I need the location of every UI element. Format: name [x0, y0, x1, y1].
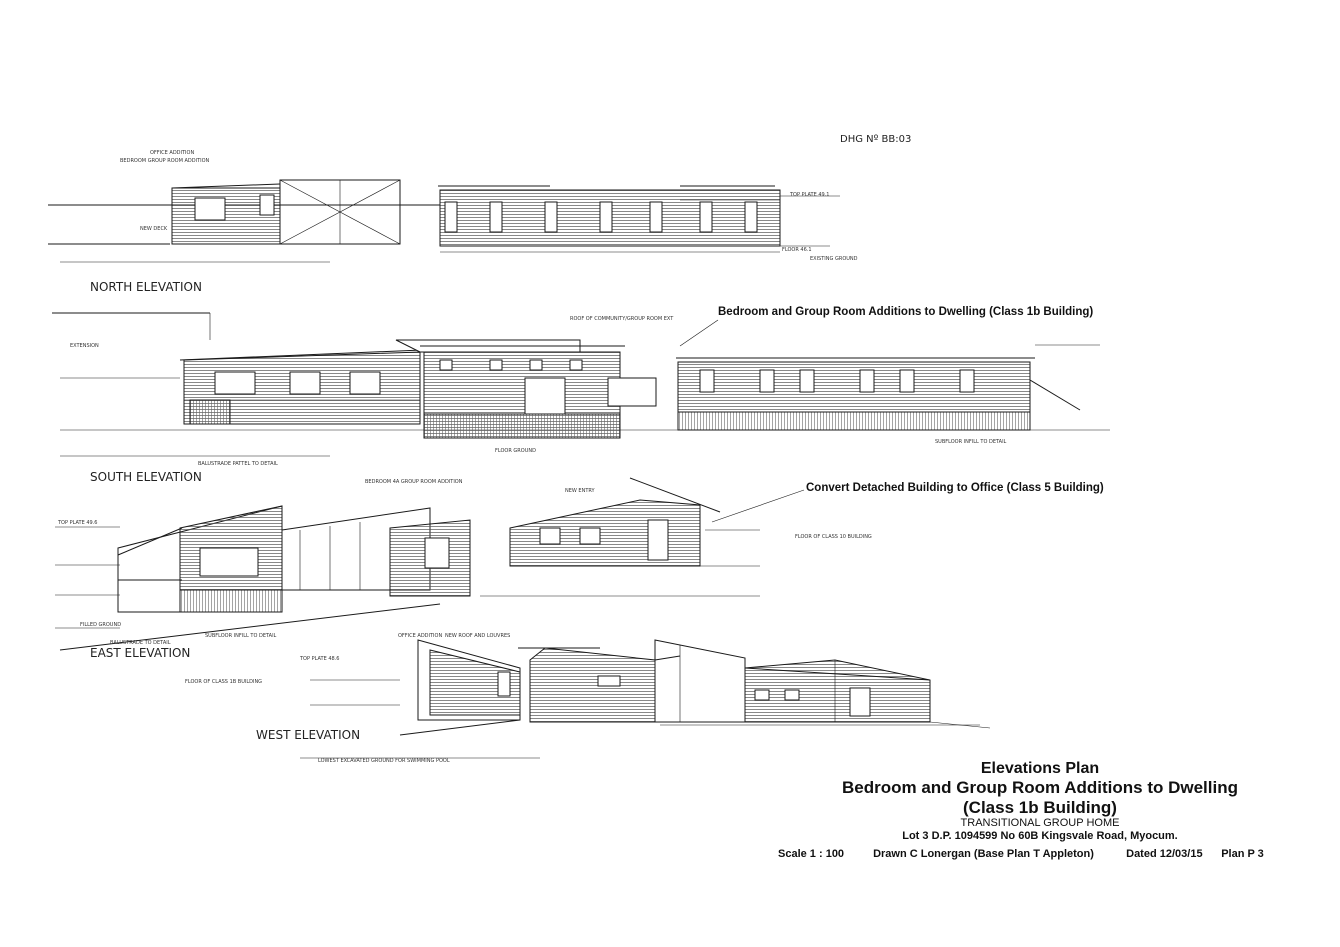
title-block-footer: Scale 1 : 100 Drawn C Lonergan (Base Pla…: [778, 848, 1278, 860]
plan-use: TRANSITIONAL GROUP HOME: [960, 817, 1120, 830]
west-note-topplate: TOP PLATE 48.6: [299, 656, 339, 662]
north-note-floor: FLOOR 46.1: [782, 247, 812, 253]
south-note-ground: FLOOR GROUND: [495, 448, 536, 454]
east-note-topplate: TOP PLATE 49.6: [57, 520, 97, 526]
plan-subtitle-line1: Bedroom and Group Room Additions to Dwel…: [841, 778, 1238, 798]
east-note-subfloor: SUBFLOOR INFILL TO DETAIL: [205, 633, 277, 639]
plan-address: Lot 3 D.P. 1094599 No 60B Kingsvale Road…: [902, 830, 1178, 843]
south-note-extension-left: EXTENSION: [70, 343, 99, 349]
north-note-addition: BEDROOM GROUP ROOM ADDITION: [120, 158, 210, 164]
plan-subtitle-line2: (Class 1b Building): [963, 797, 1117, 817]
north-elevation: [48, 179, 840, 263]
plan-title: Elevations Plan: [980, 760, 1100, 777]
west-note-floor: FLOOR OF CLASS 1B BUILDING: [185, 679, 262, 685]
west-note-roof: NEW ROOF AND LOUVRES: [445, 633, 510, 639]
east-elevation: [55, 477, 760, 651]
east-elevation-label: EAST ELEVATION: [90, 646, 190, 660]
east-note-balustrade: BALUSTRADE TO DETAIL: [110, 640, 171, 646]
title-block: Elevations Plan Bedroom and Group Room A…: [770, 760, 1310, 865]
north-note-deck: NEW DECK: [140, 226, 168, 232]
west-elevation-label: WEST ELEVATION: [256, 728, 360, 742]
south-note-balustrade: BALUSTRADE PATTEL TO DETAIL: [198, 461, 278, 467]
north-note-office: OFFICE ADDITION: [150, 150, 194, 156]
east-note-floor: FLOOR OF CLASS 10 BUILDING: [795, 534, 872, 540]
east-note-filled: FILLED GROUND: [80, 622, 121, 628]
class-5-callout: Convert Detached Building to Office (Cla…: [806, 482, 1104, 494]
plan-date: Dated 12/03/15: [1126, 848, 1203, 860]
south-elevation-label: SOUTH ELEVATION: [90, 470, 202, 484]
north-note-topplate: TOP PLATE 49.1: [789, 192, 829, 198]
plan-drawn-by: Drawn C Lonergan (Base Plan T Appleton): [873, 848, 1094, 860]
east-note-entry: NEW ENTRY: [565, 488, 596, 494]
drawing-number: DHG Nº BB:03: [840, 134, 911, 145]
north-elevation-label: NORTH ELEVATION: [90, 280, 202, 294]
west-elevation: [300, 639, 991, 759]
plan-scale: Scale 1 : 100: [778, 848, 845, 860]
plan-number: Plan P 3: [1221, 848, 1264, 860]
west-note-excavated: LOWEST EXCAVATED GROUND FOR SWIMMING POO…: [318, 758, 450, 764]
east-note-addition: BEDROOM 4A GROUP ROOM ADDITION: [365, 479, 463, 485]
class-1b-callout: Bedroom and Group Room Additions to Dwel…: [718, 306, 1093, 318]
west-note-office: OFFICE ADDITION: [398, 633, 442, 639]
south-note-subfloor: SUBFLOOR INFILL TO DETAIL: [935, 439, 1007, 445]
south-elevation: [52, 312, 1110, 457]
north-note-ground: EXISTING GROUND: [810, 256, 858, 262]
south-note-roof: ROOF OF COMMUNITY/GROUP ROOM EXT: [570, 316, 674, 322]
